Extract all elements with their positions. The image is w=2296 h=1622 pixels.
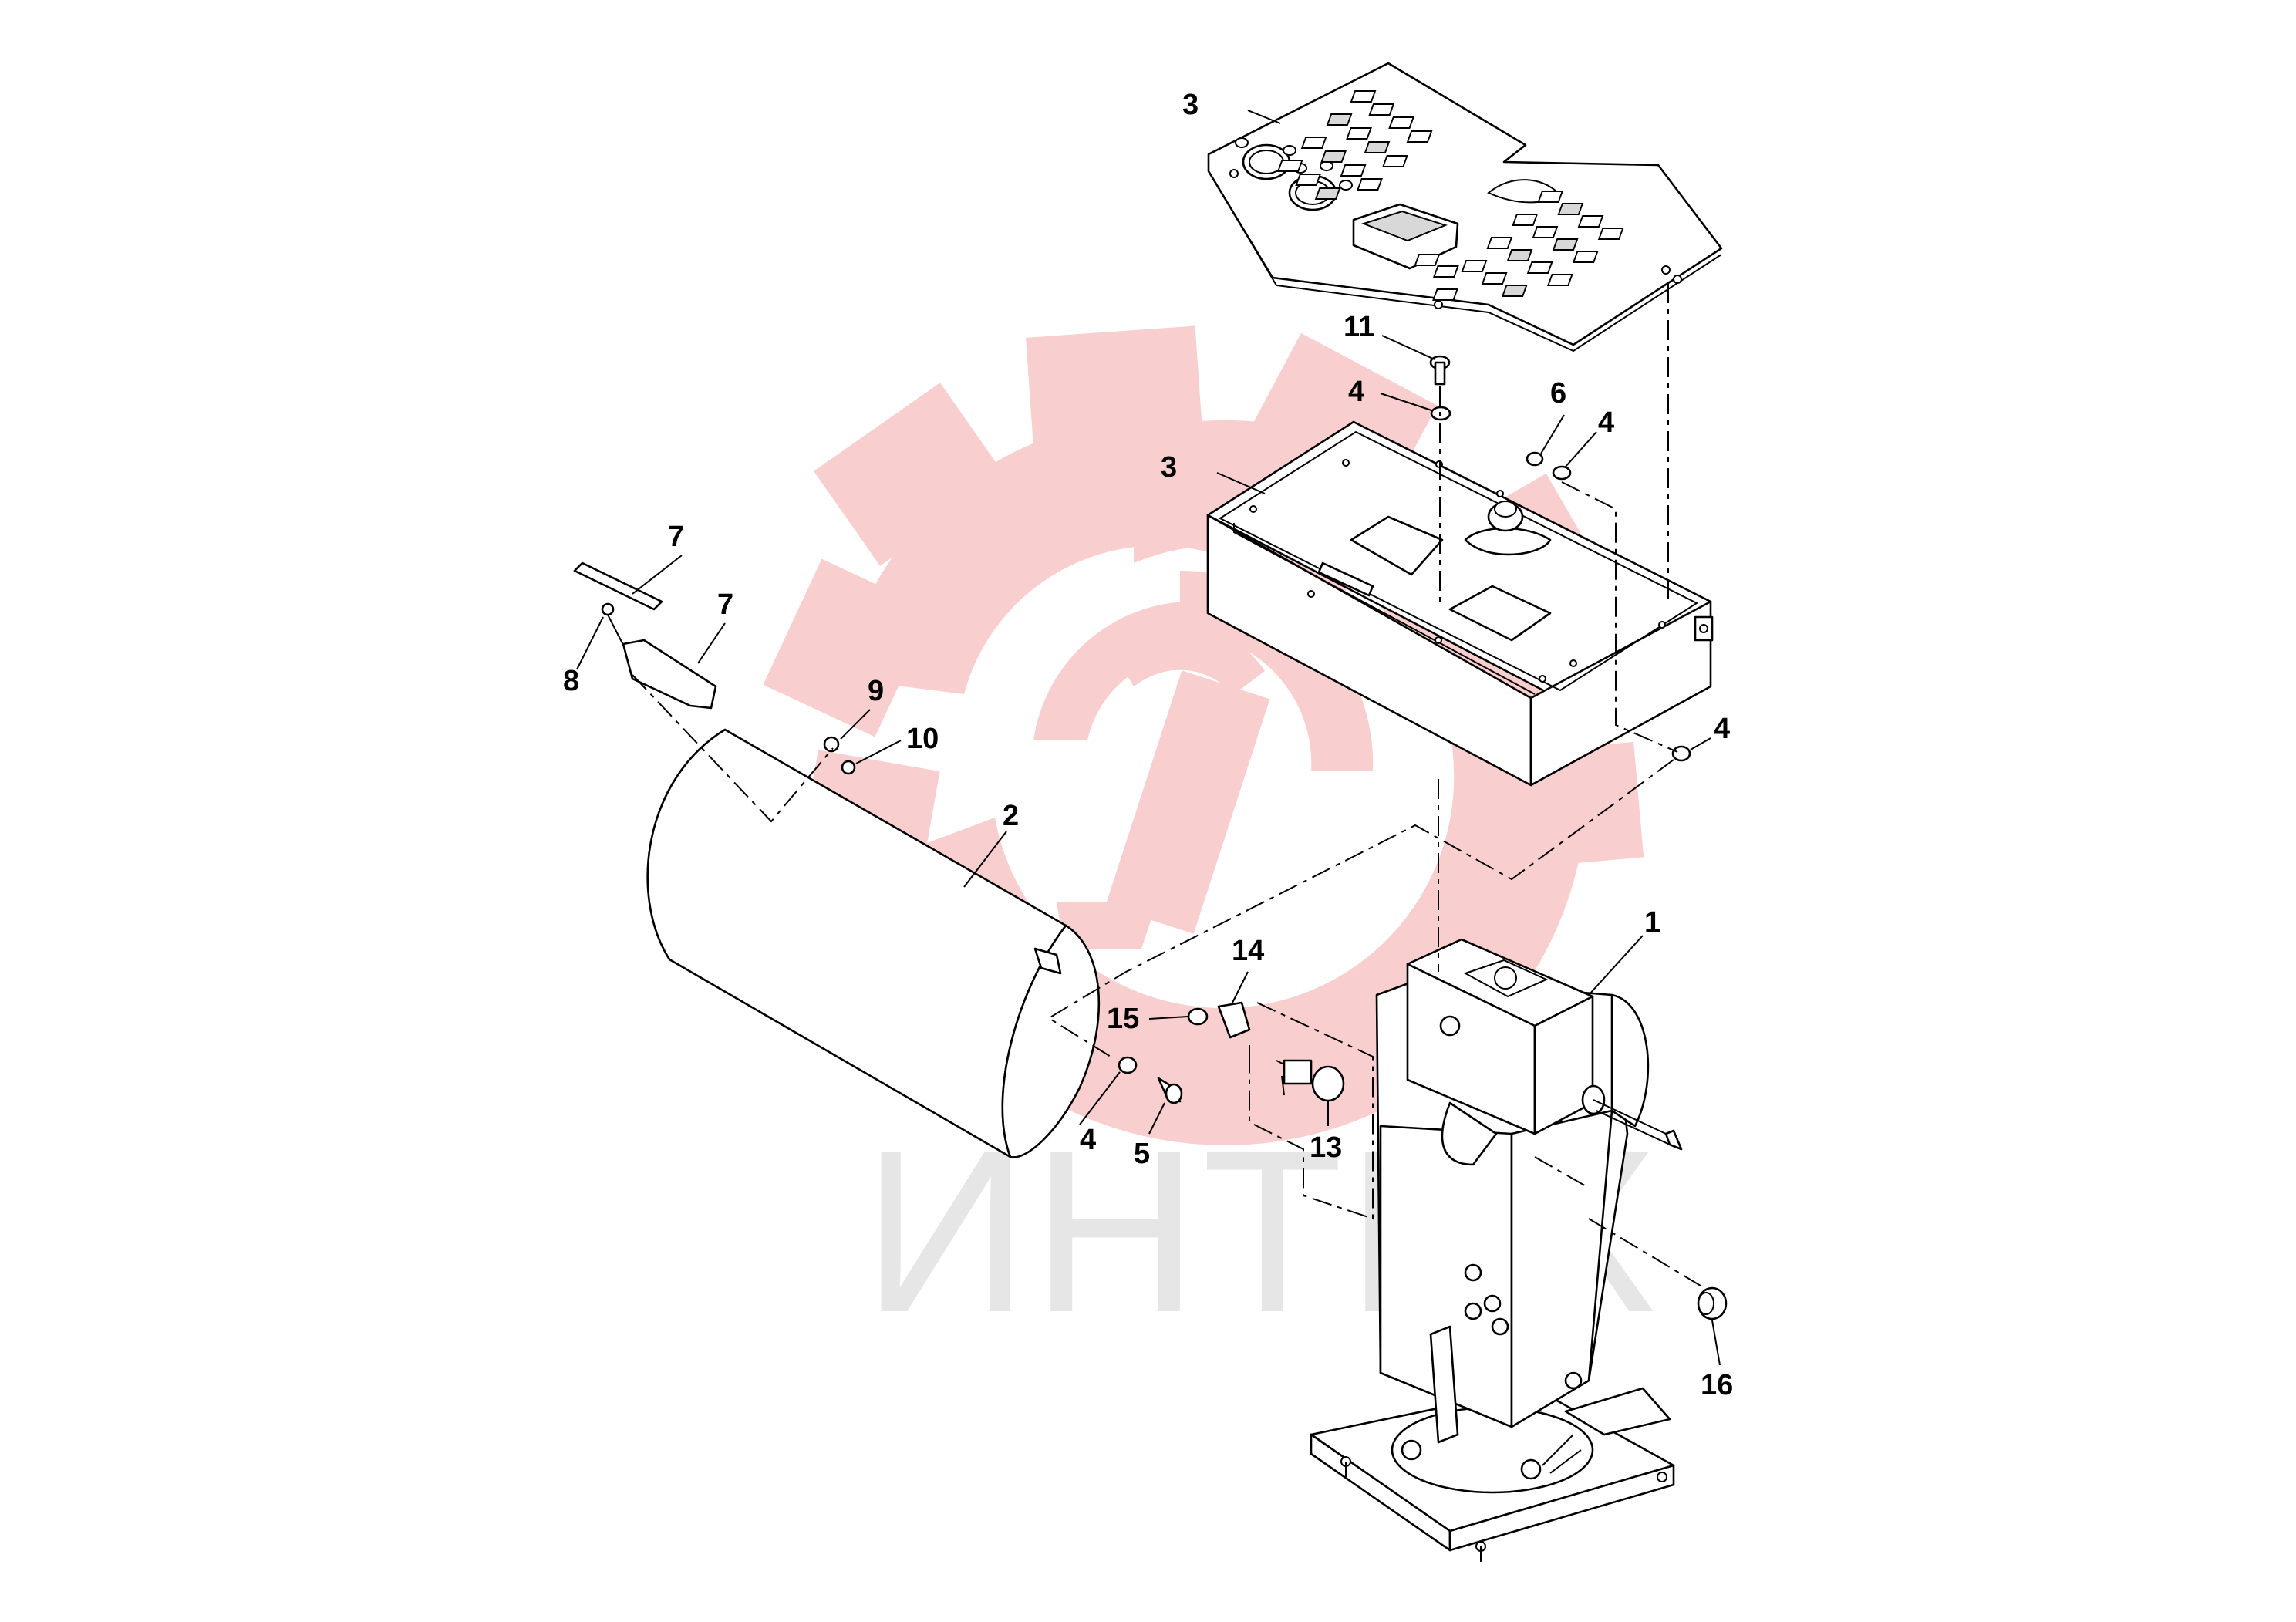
bracket-14 [1217,1001,1251,1039]
control-box-housing [1206,420,1714,787]
callout-15: 15 [1107,1003,1139,1035]
callout-10: 10 [906,723,939,755]
trim-clip [622,639,717,710]
leader-lines [576,110,1721,1366]
callout-2: 2 [1003,800,1019,832]
washer-4-right [1552,465,1572,481]
callout-11: 11 [1344,311,1374,343]
callout-14: 14 [1232,935,1264,967]
screw-11 [1429,355,1451,386]
washer-6 [1526,451,1544,467]
callout-4-center: 4 [1348,376,1364,408]
assembly-lines [632,283,1705,1289]
trim-strip [573,561,663,611]
callout-16: 16 [1701,1369,1733,1401]
callout-8: 8 [563,665,579,697]
callout-4-right: 4 [1598,406,1614,439]
washer-4-lower-right [1671,745,1691,762]
screw-8 [601,602,624,646]
callout-4-bottom: 4 [1080,1124,1096,1156]
column-cover [646,728,1101,1158]
cap-16 [1697,1286,1728,1320]
callout-6: 6 [1550,377,1566,410]
callout-9: 9 [868,675,884,707]
callout-1: 1 [1644,906,1660,939]
callout-5: 5 [1134,1138,1150,1170]
nut-9 [823,736,840,753]
callout-3-panel: 3 [1182,89,1199,121]
callout-3-box: 3 [1161,451,1177,484]
callout-4-lower-right: 4 [1714,713,1730,745]
switch-13 [1276,1059,1345,1102]
washer-4-bottom [1118,1056,1138,1074]
washer-10 [841,760,856,775]
washer-15 [1187,1007,1209,1026]
steering-column [1310,938,1683,1562]
bolt-5 [1157,1077,1183,1104]
callout-7-clip: 7 [717,588,733,621]
callout-13: 13 [1310,1131,1342,1164]
control-panel-plate [1207,62,1723,352]
callout-7-strip: 7 [668,521,684,553]
